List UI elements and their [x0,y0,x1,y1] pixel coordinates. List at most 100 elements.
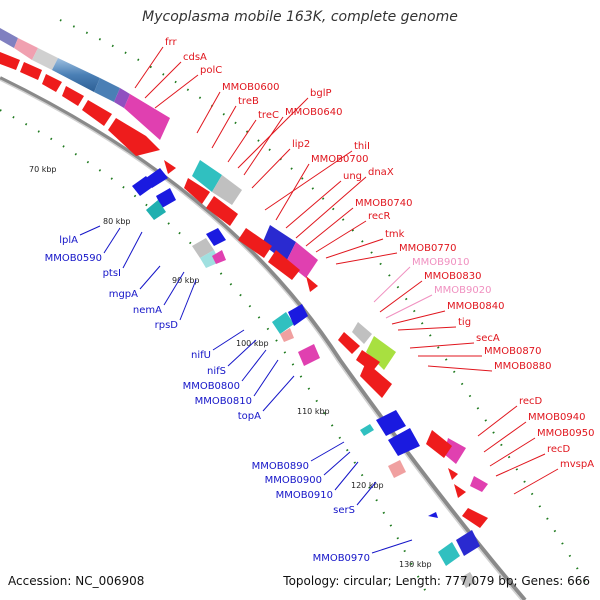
gene-label-dnax[interactable]: dnaX [368,167,394,178]
gene-label-sers[interactable]: serS [333,505,355,516]
gene-arrow[interactable] [338,332,360,354]
gene-arrow[interactable] [82,100,112,126]
gene-arrow[interactable] [462,508,488,528]
gene-arrow[interactable] [268,250,300,280]
backbone-ring [0,76,527,600]
gene-label-treb[interactable]: treB [238,96,259,107]
gene-arrow[interactable] [376,410,406,436]
gene-label-mmob0840[interactable]: MMOB0840 [447,301,504,312]
gene-label-mmob0700[interactable]: MMOB0700 [311,154,368,165]
gene-block[interactable] [366,336,396,370]
gene-label-rpsd[interactable]: rpsD [155,320,179,331]
gene-arrow[interactable] [0,52,20,70]
gene-arrow[interactable] [62,86,84,106]
gene-block[interactable] [470,476,488,492]
gene-block[interactable] [298,344,320,366]
gene-block[interactable] [212,175,242,205]
gene-label-mmob0770[interactable]: MMOB0770 [399,243,456,254]
gene-label-recr[interactable]: recR [368,211,391,222]
gene-label-bglp[interactable]: bglP [310,88,332,99]
gene-label-trec[interactable]: treC [258,110,279,121]
gene-arrow[interactable] [206,196,238,226]
gene-arrow[interactable] [184,178,210,204]
gene-label-mmob0890[interactable]: MMOB0890 [252,461,309,472]
gene-arrow[interactable] [108,118,160,156]
gene-label-cdsa[interactable]: cdsA [183,52,207,63]
label-connector [243,116,284,176]
gene-label-frr[interactable]: frr [165,37,177,48]
gene-arrow[interactable] [426,430,452,458]
gene-label-tmk[interactable]: tmk [385,229,405,240]
gene-block[interactable] [14,38,38,60]
gene-label-nema[interactable]: nemA [133,305,162,316]
gene-arrow[interactable] [164,160,176,174]
gene-block[interactable] [286,242,318,278]
gene-block[interactable] [262,225,296,262]
gene-label-mmob0600[interactable]: MMOB0600 [222,82,279,93]
gene-arrow[interactable] [206,228,226,246]
gene-label-mmob0810[interactable]: MMOB0810 [195,396,252,407]
gene-label-lip2[interactable]: lip2 [292,139,310,150]
gene-arrow[interactable] [360,362,392,398]
gene-label-topa[interactable]: topA [238,411,261,422]
gene-label-mgpa[interactable]: mgpA [109,289,138,300]
gene-label-polc[interactable]: polC [200,65,222,76]
gene-arrow[interactable] [306,276,318,292]
gene-arrow[interactable] [20,62,42,80]
gene-label-mmob0870[interactable]: MMOB0870 [484,346,541,357]
gene-label-mmob0940[interactable]: MMOB0940 [528,412,585,423]
gene-label-lpla[interactable]: lplA [59,235,78,246]
gene-label-mmob0640[interactable]: MMOB0640 [285,107,342,118]
gene-label-mmob9010[interactable]: MMOB9010 [412,257,469,268]
gene-label-nifs[interactable]: nifS [207,366,226,377]
gene-label-mmob0740[interactable]: MMOB0740 [355,198,412,209]
gene-arrow[interactable] [428,512,438,518]
gene-block[interactable] [124,94,170,140]
gene-label-mmob0880[interactable]: MMOB0880 [494,361,551,372]
gene-arrow[interactable] [288,304,308,326]
gene-block[interactable] [460,572,476,588]
gene-label-tig[interactable]: tig [458,317,471,328]
gene-label-thii[interactable]: thiI [354,141,370,152]
gene-block[interactable] [192,160,222,192]
gene-label-ung[interactable]: ung [343,171,362,182]
gene-block[interactable] [388,460,406,478]
gene-label-mvspa[interactable]: mvspA [560,459,594,470]
gene-block[interactable] [352,322,372,344]
gene-label-mmob0590[interactable]: MMOB0590 [45,253,102,264]
gene-block[interactable] [456,530,480,556]
gene-block[interactable] [438,542,460,566]
gene-label-seca[interactable]: secA [476,333,500,344]
gene-label-ptsi[interactable]: ptsI [103,268,121,279]
gene-label-nifu[interactable]: nifU [191,350,211,361]
gene-block[interactable] [94,78,120,102]
gene-arrow[interactable] [388,428,420,456]
gene-arrow[interactable] [146,168,168,188]
gene-label-mmob9020[interactable]: MMOB9020 [434,285,491,296]
gene-label-mmob0970[interactable]: MMOB0970 [313,553,370,564]
gene-label-recd[interactable]: recD [519,396,543,407]
gene-block[interactable] [272,312,294,334]
gene-arrow[interactable] [356,350,380,372]
gene-label-mmob0950[interactable]: MMOB0950 [537,428,594,439]
gene-label-mmob0830[interactable]: MMOB0830 [424,271,481,282]
gene-label-mmob0910[interactable]: MMOB0910 [276,490,333,501]
gene-block[interactable] [192,238,214,258]
gene-arrow[interactable] [448,468,458,480]
gene-block[interactable] [32,48,58,70]
gene-block[interactable] [360,424,374,436]
gene-block[interactable] [0,28,18,48]
gene-block[interactable] [212,250,226,264]
gene-block[interactable] [114,88,130,108]
label-connector [397,326,457,331]
gene-label-mmob0900[interactable]: MMOB0900 [265,475,322,486]
gene-arrow[interactable] [238,228,272,258]
gene-label-recd[interactable]: recD [547,444,571,455]
gene-block[interactable] [280,328,294,342]
gene-label-mmob0800[interactable]: MMOB0800 [183,381,240,392]
gene-block[interactable] [146,200,166,220]
gene-block[interactable] [52,58,100,92]
gene-arrow[interactable] [156,188,176,208]
gene-arrow[interactable] [42,74,62,92]
gene-arrow[interactable] [454,484,466,498]
